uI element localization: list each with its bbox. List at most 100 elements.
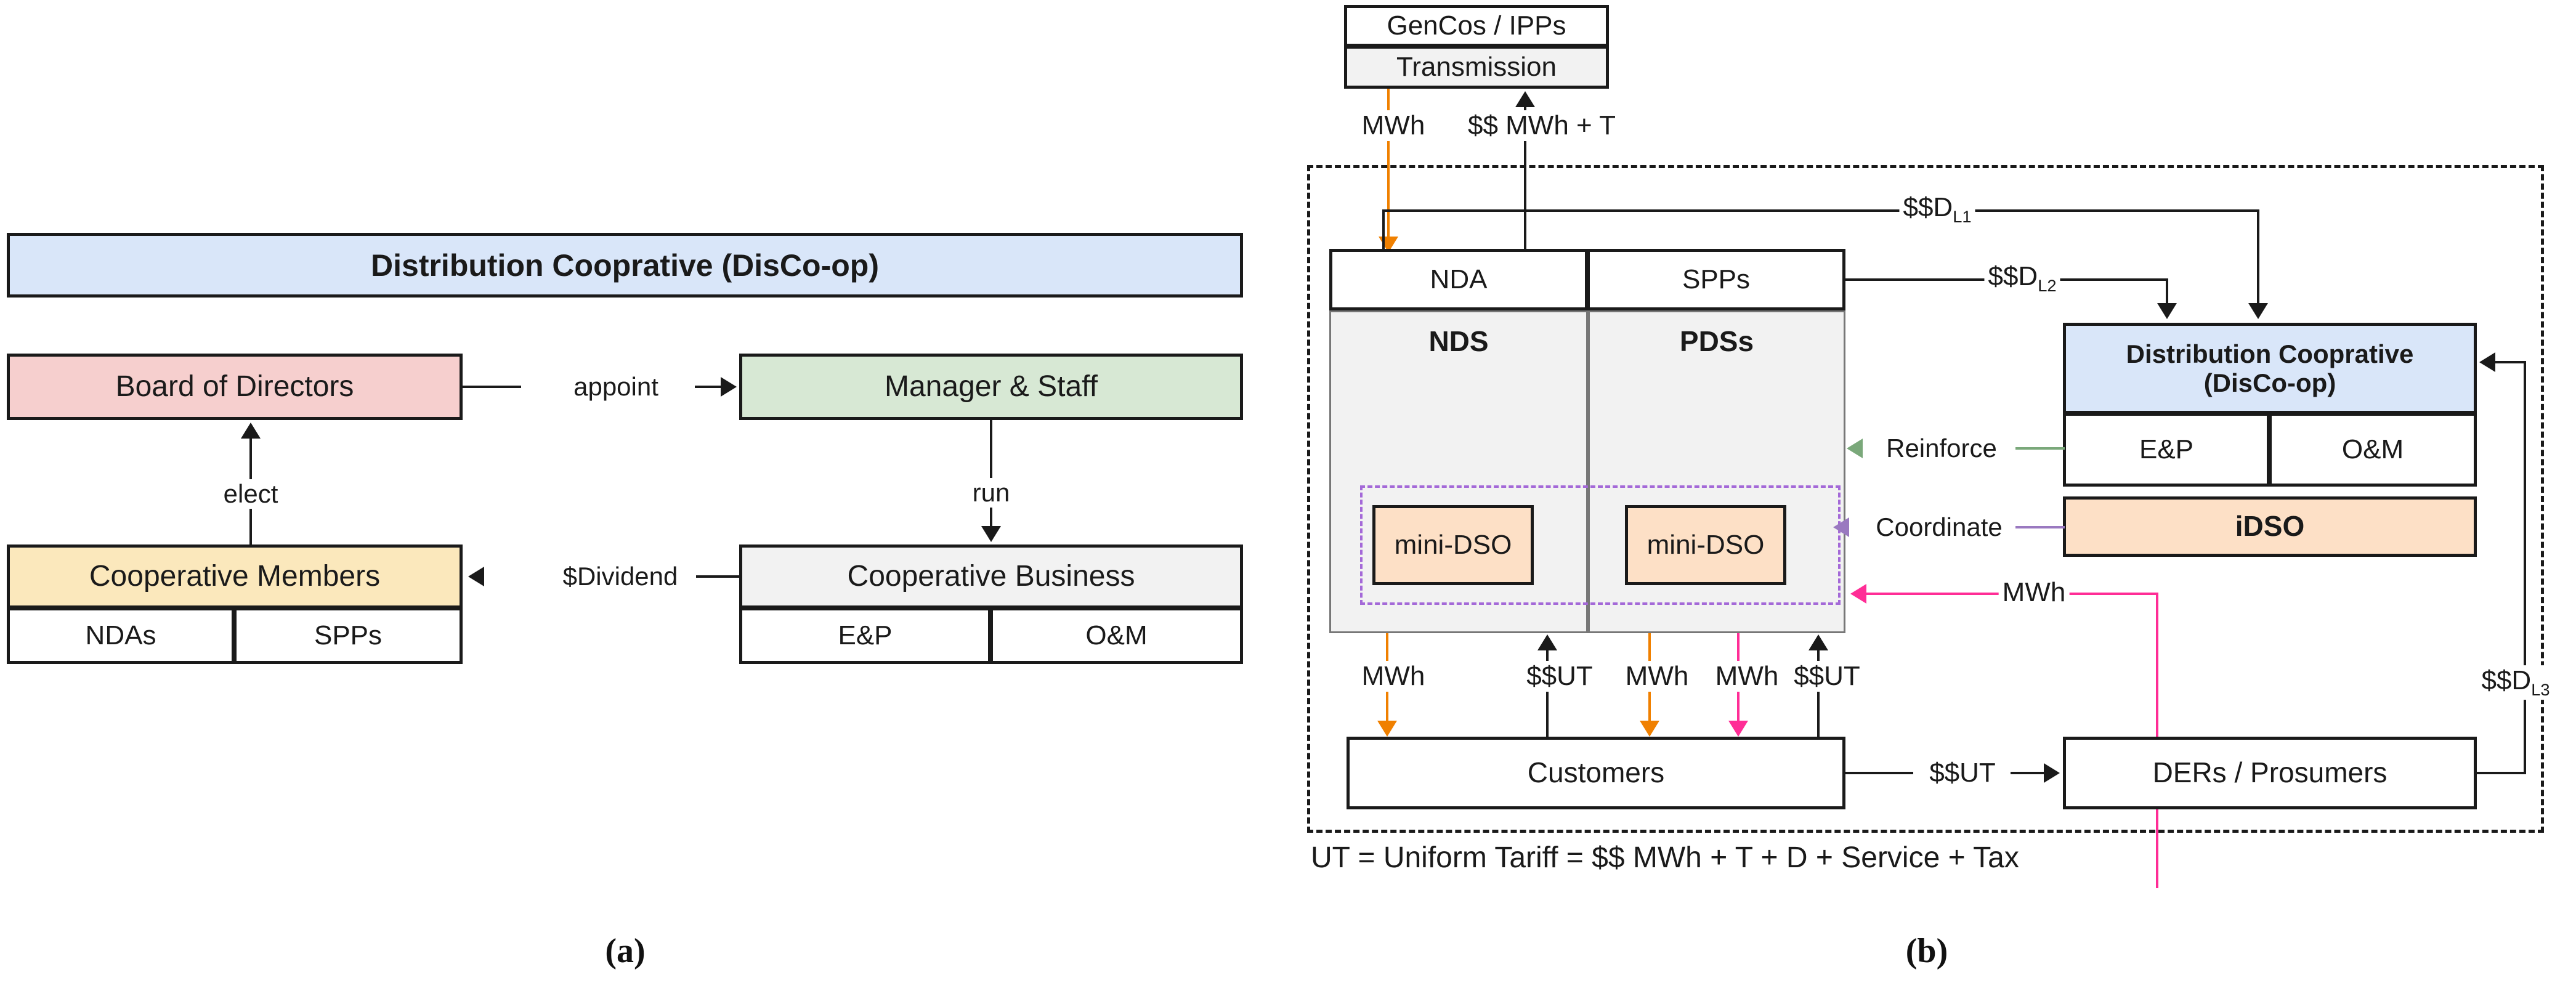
dl2-arrowhead-icon: [2157, 303, 2177, 319]
dividend-label: $Dividend: [562, 562, 678, 591]
transmission-box: Transmission: [1344, 47, 1609, 89]
members-sub-spps-label: SPPs: [314, 620, 383, 651]
disco-op-ep-box: E&P: [2063, 414, 2270, 487]
mini-dso-left-label: mini-DSO: [1394, 530, 1512, 561]
coordinate-arrowhead-icon: [1833, 517, 1849, 537]
appoint-arrowhead-icon: [721, 377, 737, 397]
business-sub-om-label: O&M: [1085, 620, 1148, 651]
dl1-label-sub: L1: [1953, 206, 1972, 226]
elect-arrowhead-icon: [241, 423, 261, 439]
ut-customers-ders-label: $$UT: [1929, 758, 1996, 788]
mwh1-arrowhead-icon: [1377, 721, 1397, 737]
ut2-arrowhead-icon: [1808, 634, 1828, 650]
reinforce-line-right: [2015, 447, 2065, 450]
ut2-line: [1817, 650, 1820, 737]
gencos-ipps-label: GenCos / IPPs: [1387, 10, 1566, 41]
transmission-label: Transmission: [1396, 52, 1557, 83]
mini-dso-right-box: mini-DSO: [1625, 505, 1786, 585]
appoint-label: appoint: [573, 372, 658, 401]
dl1-horizontal: [1382, 209, 2259, 212]
reinforce-label: Reinforce: [1886, 434, 1997, 463]
dl3-arrowhead-icon: [2479, 352, 2495, 372]
idso-box: iDSO: [2063, 496, 2477, 557]
dl1-label: $$DL1: [1899, 192, 1975, 227]
disco-op-title-line1: Distribution Cooprative: [2126, 339, 2414, 368]
mwh-transmission-to-nda-line: [1387, 89, 1390, 248]
nds-label: NDS: [1428, 325, 1489, 357]
panel-a-caption: (a): [605, 932, 646, 970]
run-label: run: [968, 478, 1014, 508]
system-boundary-dashed: [1307, 165, 2544, 833]
members-sub-spps: SPPs: [235, 609, 463, 664]
mwh-top-label: MWh: [1358, 110, 1429, 141]
members-sub-ndas: NDAs: [7, 609, 235, 664]
business-sub-om: O&M: [991, 609, 1243, 664]
dl2-dropper: [2166, 278, 2168, 303]
business-sub-ep-label: E&P: [838, 620, 893, 651]
idso-label: iDSO: [2235, 510, 2305, 543]
uniform-tariff-footnote: UT = Uniform Tariff = $$ MWh + T + D + S…: [1311, 841, 2019, 874]
mwh-ders-arrowhead-icon: [1850, 584, 1866, 604]
mwh2-label: MWh: [1621, 661, 1693, 692]
dl1-arrowhead-icon: [2248, 303, 2268, 319]
board-of-directors-box: Board of Directors: [7, 354, 463, 420]
disco-op-ep-label: E&P: [2139, 434, 2194, 465]
dl2-label: $$DL2: [1984, 261, 2060, 296]
customers-label: Customers: [1527, 756, 1665, 789]
mwh1-label: MWh: [1358, 661, 1429, 692]
ut1-label: $$UT: [1523, 661, 1597, 692]
coordinate-label: Coordinate: [1876, 512, 2003, 541]
customers-box: Customers: [1347, 737, 1845, 809]
disco-op-om-label: O&M: [2341, 434, 2404, 465]
panel-a-header-title: Distribution Cooprative (DisCo-op): [371, 248, 879, 283]
panel-b-caption: (b): [1905, 932, 1948, 970]
run-connector: [990, 420, 992, 526]
dl2-label-sub: L2: [2038, 275, 2057, 295]
ut1-line: [1546, 650, 1549, 737]
ders-prosumers-box: DERs / Prosumers: [2063, 737, 2477, 809]
members-sub-ndas-label: NDAs: [85, 620, 156, 651]
spps-label: SPPs: [1682, 264, 1751, 295]
gencos-ipps-box: GenCos / IPPs: [1344, 5, 1609, 47]
cooperative-members-box: Cooperative Members: [7, 545, 463, 609]
manager-staff-label: Manager & Staff: [885, 370, 1098, 403]
ut-customers-ders-line-left: [1845, 772, 1913, 774]
mini-dso-group-dashed: [1360, 485, 1841, 605]
dl3-label: $$DL3: [2477, 665, 2554, 700]
run-arrowhead-icon: [981, 526, 1001, 542]
dl3-riser: [2524, 361, 2526, 774]
appoint-connector-left: [463, 386, 521, 388]
disco-op-title-line2: (DisCo-op): [2203, 368, 2336, 397]
mwh2-arrowhead-icon: [1640, 721, 1659, 737]
spps-box: SPPs: [1588, 249, 1845, 310]
dividend-arrowhead-icon: [468, 567, 484, 586]
dl2-label-prefix: $$D: [1988, 261, 2038, 292]
money-mwh-t-label: $$ MWh + T: [1464, 110, 1620, 141]
dl3-label-prefix: $$D: [2481, 665, 2532, 696]
nda-box: NDA: [1329, 249, 1588, 310]
dl3-horizontal-bottom: [2477, 772, 2526, 774]
mini-dso-left-box: mini-DSO: [1372, 505, 1534, 585]
mwh-ders-label: MWh: [1998, 577, 2070, 608]
board-of-directors-label: Board of Directors: [115, 370, 354, 403]
mwh3-arrowhead-icon: [1728, 721, 1748, 737]
manager-staff-box: Manager & Staff: [739, 354, 1243, 420]
dl1-dropper: [2257, 209, 2259, 303]
mwh3-label: MWh: [1711, 661, 1783, 692]
elect-label: elect: [219, 479, 282, 509]
reinforce-arrowhead-icon: [1847, 439, 1863, 458]
coordinate-line-right: [2015, 526, 2065, 528]
ut1-arrowhead-icon: [1537, 634, 1557, 650]
dividend-connector-right: [696, 575, 740, 578]
ders-prosumers-label: DERs / Prosumers: [2152, 756, 2388, 789]
nda-label: NDA: [1430, 264, 1488, 295]
dl1-riser: [1382, 209, 1385, 250]
money-mwh-t-line: [1524, 107, 1526, 254]
dl3-label-sub: L3: [2531, 679, 2550, 699]
cooperative-business-box: Cooperative Business: [739, 545, 1243, 609]
cooperative-business-label: Cooperative Business: [847, 560, 1135, 593]
disco-op-om-box: O&M: [2270, 414, 2477, 487]
dl1-label-prefix: $$D: [1903, 192, 1953, 223]
business-sub-ep: E&P: [739, 609, 991, 664]
